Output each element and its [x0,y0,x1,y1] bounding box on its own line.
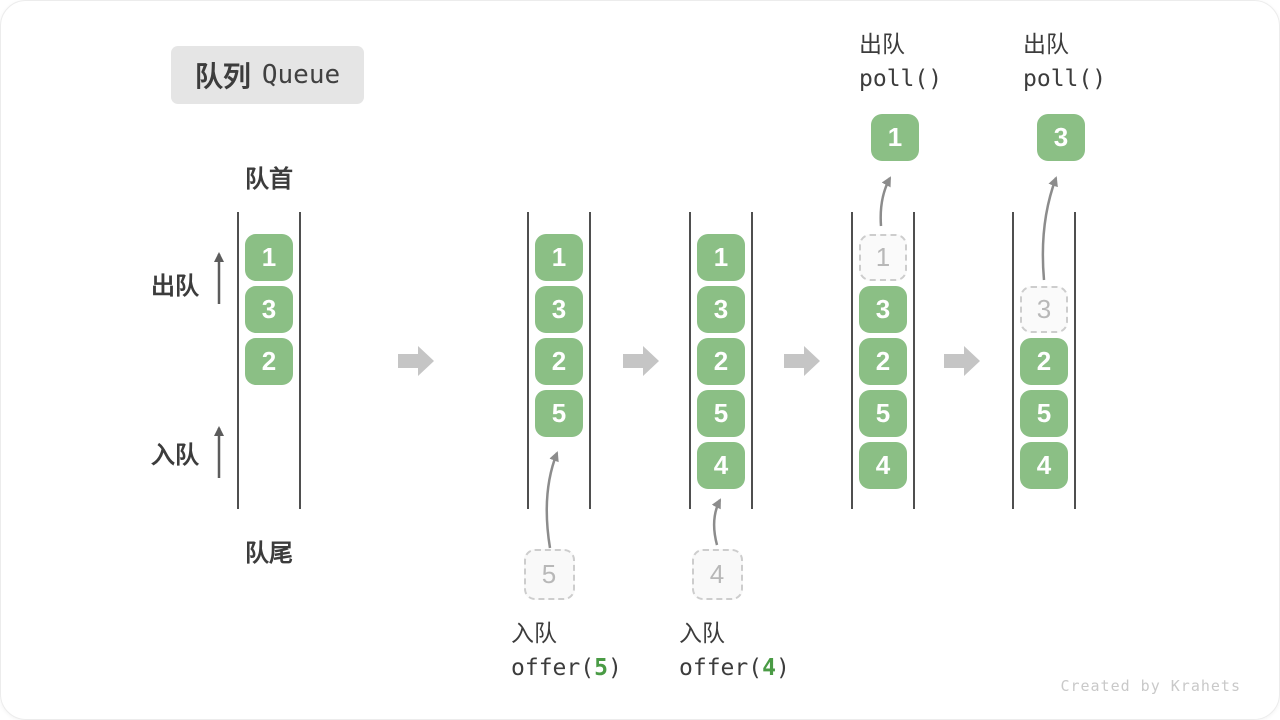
queue-item: 1 [245,234,293,281]
queue-wall [851,212,853,509]
dequeue-move-arrow [1041,176,1058,281]
queue-item: 5 [535,390,583,437]
dequeued-item: 3 [1037,114,1085,161]
queue-item-ghost: 1 [859,234,907,281]
queue-wall [299,212,301,509]
enqueue-move-arrow [711,498,722,546]
queue-wall [527,212,529,509]
dequeue-move-arrow [879,176,892,227]
queue-item: 2 [535,338,583,385]
queue-wall [689,212,691,509]
rear-label: 队尾 [245,540,293,567]
watermark: Created by Krahets [1060,677,1241,695]
queue-item: 5 [697,390,745,437]
enqueue-op-label-5: 入队 offer(5) [511,620,622,681]
title-badge: 队列 Queue [171,46,364,104]
queue-item: 3 [697,286,745,333]
queue-wall [1012,212,1014,509]
front-label: 队首 [245,166,293,193]
enqueue-side-label: 入队 [151,442,199,469]
queue-item: 3 [535,286,583,333]
title-zh: 队列 [194,61,251,92]
next-state-arrow-icon [784,346,820,376]
poll-op-label-1: 出队 poll() [859,31,943,92]
incoming-item: 5 [523,549,575,600]
queue-item: 2 [697,338,745,385]
title-en: Queue [261,60,341,90]
queue-item: 2 [1020,338,1068,385]
dequeued-item: 1 [871,114,919,161]
queue-item: 4 [1020,442,1068,489]
queue-item: 3 [859,286,907,333]
next-state-arrow-icon [944,346,980,376]
poll-op-label-2: 出队 poll() [1023,31,1107,92]
incoming-item: 4 [691,549,743,600]
queue-item: 1 [535,234,583,281]
queue-wall [751,212,753,509]
queue-item: 2 [859,338,907,385]
queue-item-ghost: 3 [1020,286,1068,333]
queue-wall [913,212,915,509]
enqueue-move-arrow [545,451,559,549]
queue-item: 2 [245,338,293,385]
queue-wall [589,212,591,509]
next-state-arrow-icon [623,346,659,376]
queue-item: 5 [859,390,907,437]
enqueue-op-label-4: 入队 offer(4) [679,620,790,681]
dequeue-side-label: 出队 [151,273,199,300]
queue-item: 5 [1020,390,1068,437]
queue-wall [1074,212,1076,509]
queue-wall [237,212,239,509]
queue-item: 1 [697,234,745,281]
queue-item: 4 [697,442,745,489]
queue-item: 3 [245,286,293,333]
next-state-arrow-icon [398,346,434,376]
queue-item: 4 [859,442,907,489]
